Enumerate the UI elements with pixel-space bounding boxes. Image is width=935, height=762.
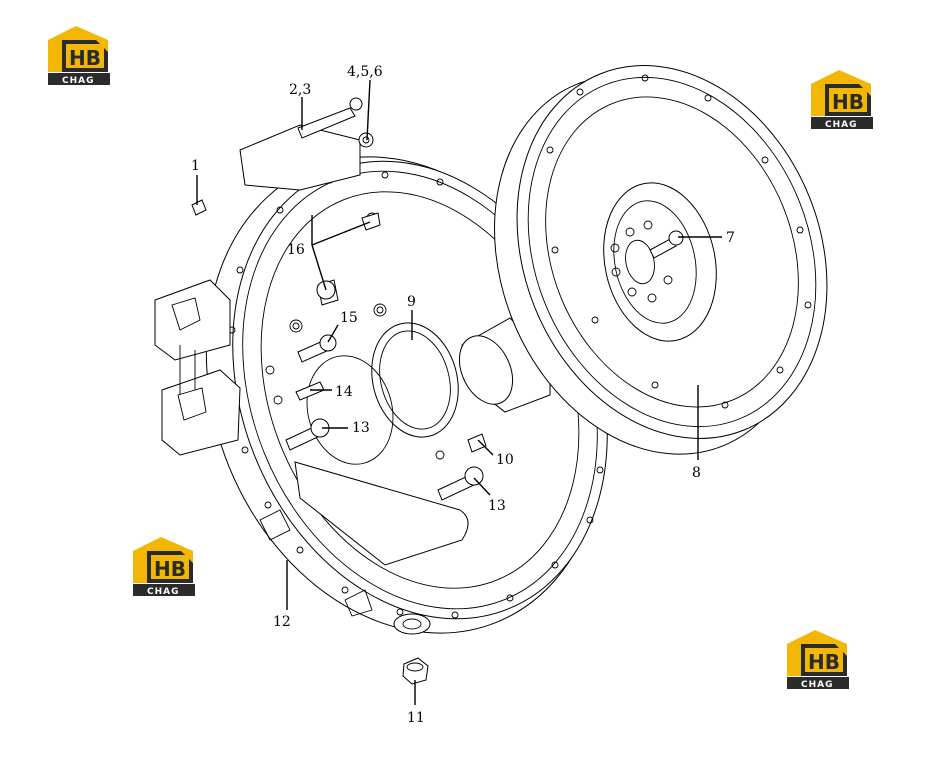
- callout-1: 1: [191, 158, 200, 174]
- callout-10: 10: [496, 452, 514, 468]
- callout-12: 12: [273, 614, 291, 630]
- watermark-logo-top-right: CHAG: [811, 70, 873, 130]
- callout-14: 14: [335, 384, 353, 400]
- callout-13-left: 13: [352, 420, 370, 436]
- callout-13-right: 13: [488, 498, 506, 514]
- callout-8: 8: [692, 465, 701, 481]
- watermark-logo-bottom-left: CHAG: [133, 537, 195, 597]
- callout-15: 15: [340, 310, 358, 326]
- svg-text:CHAG: CHAG: [62, 76, 95, 86]
- callout-7: 7: [726, 230, 735, 246]
- callout-11: 11: [407, 710, 425, 726]
- watermark-logo-bottom-right: CHAG: [787, 630, 849, 690]
- callout-labels: 1 2,3 4,5,6 7 8 9 10 11 12 13 13 14 15 1…: [191, 64, 735, 726]
- callout-16: 16: [287, 242, 305, 258]
- callout-4-5-6: 4,5,6: [347, 64, 383, 80]
- svg-text:CHAG: CHAG: [801, 680, 834, 690]
- watermark-logo-top-left: CHAG: [48, 26, 110, 86]
- callout-9: 9: [407, 294, 416, 310]
- flywheel: [494, 65, 828, 455]
- svg-text:CHAG: CHAG: [825, 120, 858, 130]
- leader-lines: [196, 79, 722, 705]
- svg-text:CHAG: CHAG: [147, 587, 180, 597]
- callout-2-3: 2,3: [289, 82, 311, 98]
